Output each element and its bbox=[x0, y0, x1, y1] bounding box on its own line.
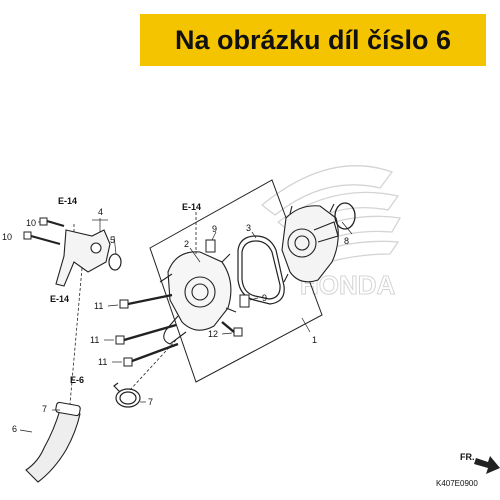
callout-9-upper: 9 bbox=[212, 224, 217, 234]
callout-1: 1 bbox=[312, 335, 317, 345]
hose-clamp-part-7-right bbox=[113, 382, 141, 408]
callout-9-lower: 9 bbox=[262, 293, 267, 303]
ref-label-e14-top-left: E-14 bbox=[58, 196, 77, 206]
leader-8 bbox=[341, 221, 353, 235]
pipe-fitting-part-4 bbox=[55, 229, 111, 287]
callout-11-middle: 11 bbox=[90, 335, 99, 345]
callout-10-upper: 10 bbox=[26, 218, 36, 228]
dowel-pin-upper bbox=[205, 239, 216, 253]
front-arrow-icon bbox=[474, 456, 500, 474]
callout-2: 2 bbox=[184, 239, 189, 249]
callout-7-left: 7 bbox=[42, 404, 47, 414]
o-ring-part-8 bbox=[334, 202, 356, 230]
front-direction-indicator: FR. bbox=[460, 452, 500, 474]
part-number-banner: Na obrázku díl číslo 6 bbox=[140, 14, 486, 66]
callout-4: 4 bbox=[98, 207, 103, 217]
water-pump-body-part-2 bbox=[159, 251, 237, 345]
dashed-leaders bbox=[69, 212, 197, 405]
assembly-frame bbox=[149, 179, 323, 383]
front-label: FR. bbox=[460, 452, 475, 462]
callout-10-lower: 10 bbox=[2, 232, 12, 242]
callout-5: 5 bbox=[110, 235, 115, 245]
callout-6: 6 bbox=[12, 424, 17, 434]
callout-11-bottom: 11 bbox=[98, 357, 107, 367]
ref-label-e14-bottom-left: E-14 bbox=[50, 294, 69, 304]
pump-cover-housing bbox=[281, 203, 339, 283]
bolts-part-11 bbox=[115, 293, 179, 367]
ref-label-e14-center: E-14 bbox=[182, 202, 201, 212]
ref-label-e6: E-6 bbox=[70, 375, 84, 385]
callout-7-right: 7 bbox=[148, 397, 153, 407]
callout-3: 3 bbox=[246, 223, 251, 233]
bolts-part-10 bbox=[23, 217, 65, 246]
dowel-pin-lower bbox=[239, 294, 250, 308]
o-ring-part-5 bbox=[108, 253, 122, 271]
callout-8: 8 bbox=[344, 236, 349, 246]
callout-11-top: 11 bbox=[94, 301, 103, 311]
bolt-part-12 bbox=[221, 321, 243, 337]
callout-12: 12 bbox=[208, 329, 218, 339]
coolant-hose-part-6 bbox=[25, 409, 81, 483]
diagram-code: K407E0900 bbox=[436, 479, 478, 488]
hose-clamp-part-7-left bbox=[55, 401, 81, 417]
leaders bbox=[19, 218, 311, 433]
banner-title: Na obrázku díl číslo 6 bbox=[174, 24, 452, 55]
